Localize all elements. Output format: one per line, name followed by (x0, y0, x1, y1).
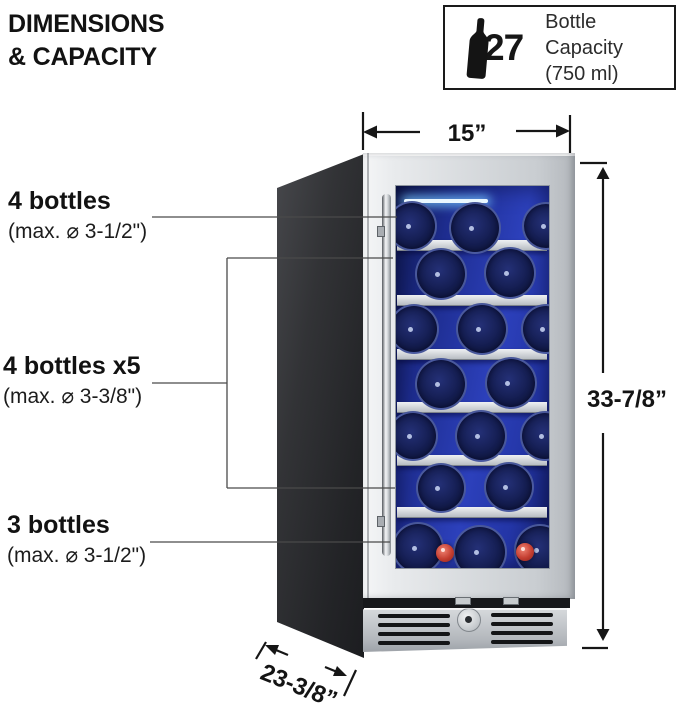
wine-bottle (484, 462, 534, 512)
width-dimension-label: 15” (448, 120, 487, 147)
page-title-line2: & CAPACITY (8, 43, 157, 71)
capacity-label-detail: (max. ⌀ 3-1/2") (8, 220, 148, 243)
wine-bottle (484, 247, 536, 299)
hinge-tab (455, 597, 471, 605)
bottle-cap (436, 544, 454, 562)
height-dimension-line: 33-7/8” (580, 161, 667, 650)
handle-mount (377, 516, 385, 527)
shelf (397, 507, 547, 518)
wine-bottle-icon (465, 17, 493, 79)
capacity-label-title: 4 bottles x5 (3, 352, 141, 380)
vent-slat (491, 631, 553, 635)
wine-bottle (521, 304, 549, 354)
wine-bottle (416, 463, 466, 513)
wine-bottle (485, 357, 537, 409)
wine-bottle (415, 358, 467, 410)
capacity-label-top-shelf: 4 bottles (max. ⌀ 3-1/2") (8, 188, 147, 244)
wine-bottle (456, 303, 508, 355)
wine-bottle (396, 201, 437, 251)
door-lock (457, 608, 481, 632)
height-dimension-label: 33-7/8” (587, 386, 667, 413)
capacity-label-title: 4 bottles (8, 187, 111, 215)
led-light (404, 199, 488, 203)
hinge-tab (503, 597, 519, 605)
depth-dimension-label: 23-3/8” (257, 659, 341, 710)
wine-bottle (455, 410, 507, 462)
wine-bottle (522, 202, 549, 250)
vent-slat (491, 640, 553, 644)
bottle-capacity-line2: (750 ml) (545, 62, 619, 85)
page-title-line1: DIMENSIONS (8, 10, 165, 38)
door-handle (382, 194, 391, 556)
wine-bottle (396, 304, 439, 354)
wine-bottle (520, 411, 549, 461)
handle-mount (377, 226, 385, 237)
bottle-capacity-badge: 27 Bottle Capacity (750 ml) (443, 5, 676, 90)
vent-slat (378, 614, 450, 618)
capacity-label-title: 3 bottles (7, 511, 110, 539)
wine-bottle (453, 525, 507, 568)
wine-cooler-illustration (277, 152, 577, 658)
vent-grille (363, 608, 567, 652)
door-glass (395, 185, 550, 569)
page-title: DIMENSIONS & CAPACITY (8, 8, 165, 74)
vent-slat (378, 641, 450, 645)
shelf (397, 349, 547, 360)
bottle-count: 27 (484, 26, 524, 68)
vent-slat (378, 623, 450, 627)
width-dimension-line: 15” (361, 112, 572, 153)
bottle-capacity-label: Bottle Capacity (750 ml) (545, 9, 674, 87)
capacity-label-detail: (max. ⌀ 3-1/2") (7, 544, 147, 567)
wine-bottle (449, 202, 501, 254)
cooler-side-panel (277, 154, 364, 658)
wine-bottle (396, 522, 444, 568)
wine-bottle (415, 248, 467, 300)
capacity-label-bottom-shelf: 3 bottles (max. ⌀ 3-1/2") (7, 512, 146, 568)
vent-slat (378, 632, 450, 636)
wine-bottle (396, 411, 438, 461)
bottle-capacity-line1: Bottle Capacity (545, 10, 623, 59)
capacity-label-middle-shelves: 4 bottles x5 (max. ⌀ 3-3/8") (3, 353, 142, 409)
bottle-cap (516, 543, 534, 561)
vent-slat (491, 622, 553, 626)
vent-slat (491, 613, 553, 617)
door-edge-line (367, 153, 369, 599)
capacity-label-detail: (max. ⌀ 3-3/8") (3, 385, 143, 408)
